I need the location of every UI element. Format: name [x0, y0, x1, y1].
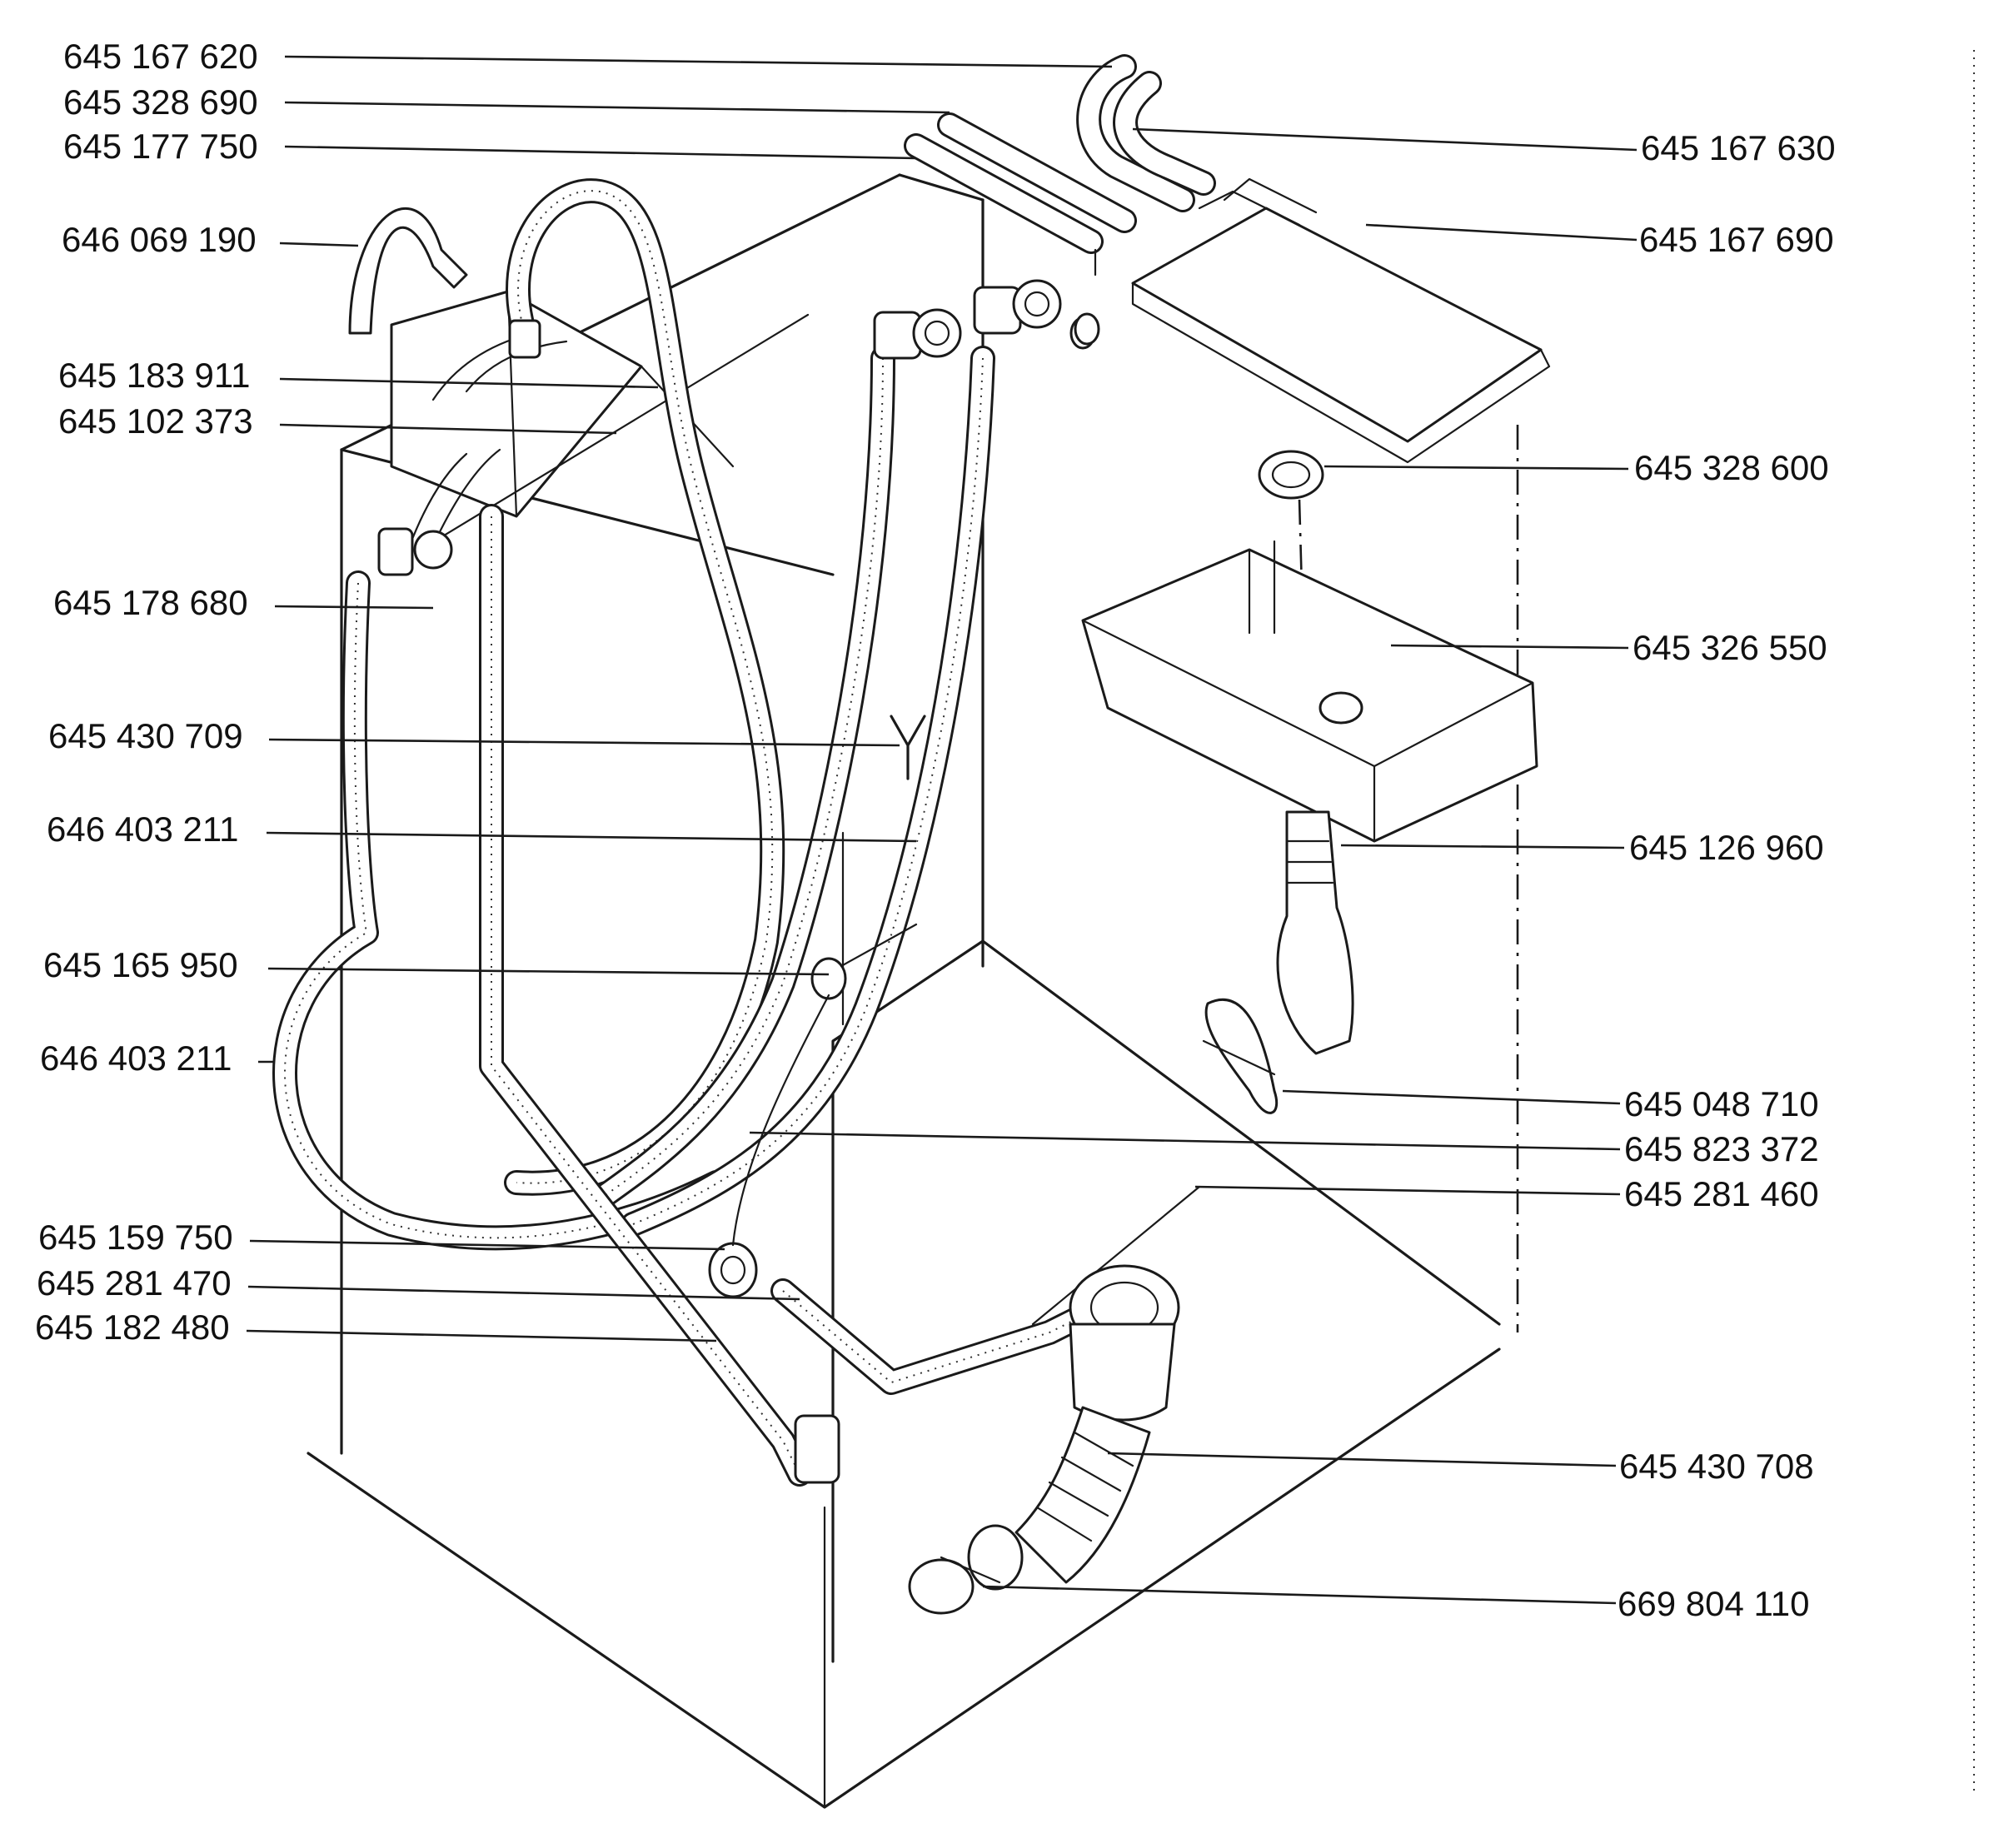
part-label: 645 165 950: [43, 945, 238, 984]
part-label: 645 328 600: [1634, 448, 1829, 487]
bellows-tube: [1276, 810, 1354, 1055]
part-label: 645 823 372: [1624, 1129, 1819, 1168]
part-label: 645 167 620: [63, 37, 258, 76]
part-label: 645 430 708: [1619, 1447, 1814, 1486]
part-label: 646 403 211: [40, 1039, 232, 1078]
part-labels: 645 167 620 645 328 690 645 177 750 646 …: [35, 37, 1836, 1623]
part-label: 645 281 470: [37, 1263, 232, 1303]
part-label: 645 102 373: [58, 401, 253, 441]
drain-pump-assembly: [908, 1264, 1180, 1615]
part-label: 645 430 709: [48, 716, 243, 755]
part-label: 645 159 750: [38, 1218, 233, 1257]
part-label: 669 804 110: [1618, 1584, 1809, 1623]
valve-inlet-hoses: [587, 346, 995, 1237]
part-label: 645 126 960: [1629, 828, 1824, 867]
rear-connecting-tubes: [904, 54, 1216, 346]
part-label: 645 326 550: [1633, 628, 1827, 667]
grommets: [708, 923, 918, 1298]
part-label: 645 048 710: [1624, 1084, 1819, 1123]
part-label: 646 069 190: [62, 220, 257, 259]
part-label: 645 328 690: [63, 82, 258, 122]
part-label: 645 178 680: [53, 583, 248, 622]
valve-connector-left: [377, 527, 453, 576]
dispenser-drain-pipe: [479, 504, 840, 1487]
left-drain-hose: [272, 570, 729, 1251]
seal-disc: [1202, 998, 1279, 1114]
part-label: 645 177 750: [63, 127, 258, 166]
part-label: 645 167 690: [1639, 220, 1834, 259]
part-label: 645 281 460: [1624, 1174, 1819, 1213]
part-label: 645 167 630: [1641, 128, 1836, 167]
part-label: 645 182 480: [35, 1308, 230, 1347]
inlet-hose-loop: [504, 178, 785, 1196]
pump-drain-hose: [770, 1185, 1201, 1395]
part-label: 645 183 911: [58, 356, 250, 395]
leader-lines: [246, 55, 1638, 1605]
part-label: 646 403 211: [47, 809, 238, 849]
dispenser-top-cover: [1131, 177, 1551, 464]
siphon-bend: [348, 207, 468, 335]
inlet-valves: [873, 279, 1096, 360]
pressure-tube: [406, 448, 501, 551]
dispenser-tray: [1081, 540, 1538, 843]
y-piece: [890, 715, 926, 780]
